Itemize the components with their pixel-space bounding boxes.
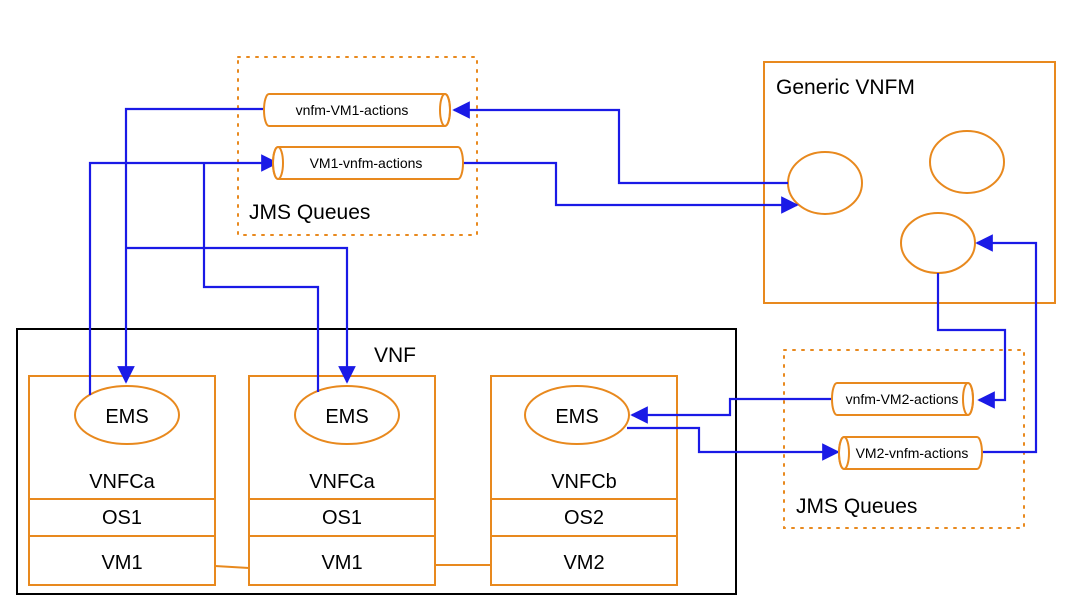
- ems-ellipse-3: [524, 385, 630, 445]
- ems-label-3: EMS: [555, 406, 598, 428]
- flow-vnfm-to-vnfm-vm2-queue: [936, 273, 1007, 409]
- jms-queues-top-label: JMS Queues: [249, 201, 370, 224]
- jms-queues-bottom-group: [783, 349, 1025, 529]
- flow-ems3-to-vm2-vnfm-queue: [627, 426, 840, 461]
- vm-label-1: VM1: [101, 552, 142, 574]
- flow-vm1-vnfm-queue-to-vnfm: [462, 161, 799, 214]
- flow-vnfm-vm1-queue-to-ems2: [126, 246, 356, 384]
- vnfc-name-1: VNFCa: [89, 471, 155, 493]
- vm-label-2: VM1: [321, 552, 362, 574]
- queue-vnfm-vm1: vnfm-VM1-actions: [263, 93, 451, 127]
- vnfm-endpoint-vm1: [787, 151, 863, 215]
- ems-ellipse-1: [74, 385, 180, 445]
- queue-vnfm-vm2-label: vnfm-VM2-actions: [846, 391, 959, 407]
- vnf-box: [16, 328, 737, 595]
- queue-vnfm-vm2: vnfm-VM2-actions: [831, 382, 974, 416]
- vnfc-3: EMS VNFCb OS2 VM2: [490, 375, 678, 586]
- jms-queues-top-group: [237, 56, 478, 236]
- jms-queues-bottom-label: JMS Queues: [796, 495, 917, 518]
- queue-vm1-vnfm-label: VM1-vnfm-actions: [310, 155, 423, 171]
- flow-ems1-to-vm1-vnfm-queue: [88, 154, 279, 395]
- flow-vnfm-to-vnfm-vm1-queue: [452, 101, 788, 185]
- generic-vnfm-label: Generic VNFM: [776, 76, 915, 99]
- os-label-3: OS2: [564, 507, 604, 529]
- vnfc-name-2: VNFCa: [309, 471, 375, 493]
- ems-label-1: EMS: [105, 406, 148, 428]
- vm-label-3: VM2: [563, 552, 604, 574]
- ems-label-2: EMS: [325, 406, 368, 428]
- vnfc-name-3: VNFCb: [551, 471, 617, 493]
- vnf-label: VNF: [374, 344, 416, 367]
- vnfm-endpoint-vm2: [900, 212, 976, 274]
- vnfc-1: EMS VNFCa OS1 VM1: [28, 375, 216, 586]
- flow-ems2-to-vm1-vnfm-queue: [202, 163, 320, 392]
- vnfm-endpoint-idle: [929, 130, 1005, 194]
- vm-link-1-2: [214, 565, 250, 569]
- queue-vnfm-vm1-label: vnfm-VM1-actions: [296, 102, 409, 118]
- vnfc-2: EMS VNFCa OS1 VM1: [248, 375, 436, 586]
- flow-vnfm-vm1-queue-to-ems1: [117, 107, 265, 384]
- queue-vm1-vnfm: VM1-vnfm-actions: [272, 146, 464, 180]
- flow-vm2-vnfm-queue-to-vnfm: [975, 234, 1038, 454]
- ems-ellipse-2: [294, 385, 400, 445]
- queue-vm2-vnfm-label: VM2-vnfm-actions: [856, 445, 969, 461]
- os-label-2: OS1: [322, 507, 362, 529]
- queue-vm2-vnfm: VM2-vnfm-actions: [838, 436, 983, 470]
- flow-vnfm-vm2-queue-to-ems3: [630, 397, 832, 424]
- os-label-1: OS1: [102, 507, 142, 529]
